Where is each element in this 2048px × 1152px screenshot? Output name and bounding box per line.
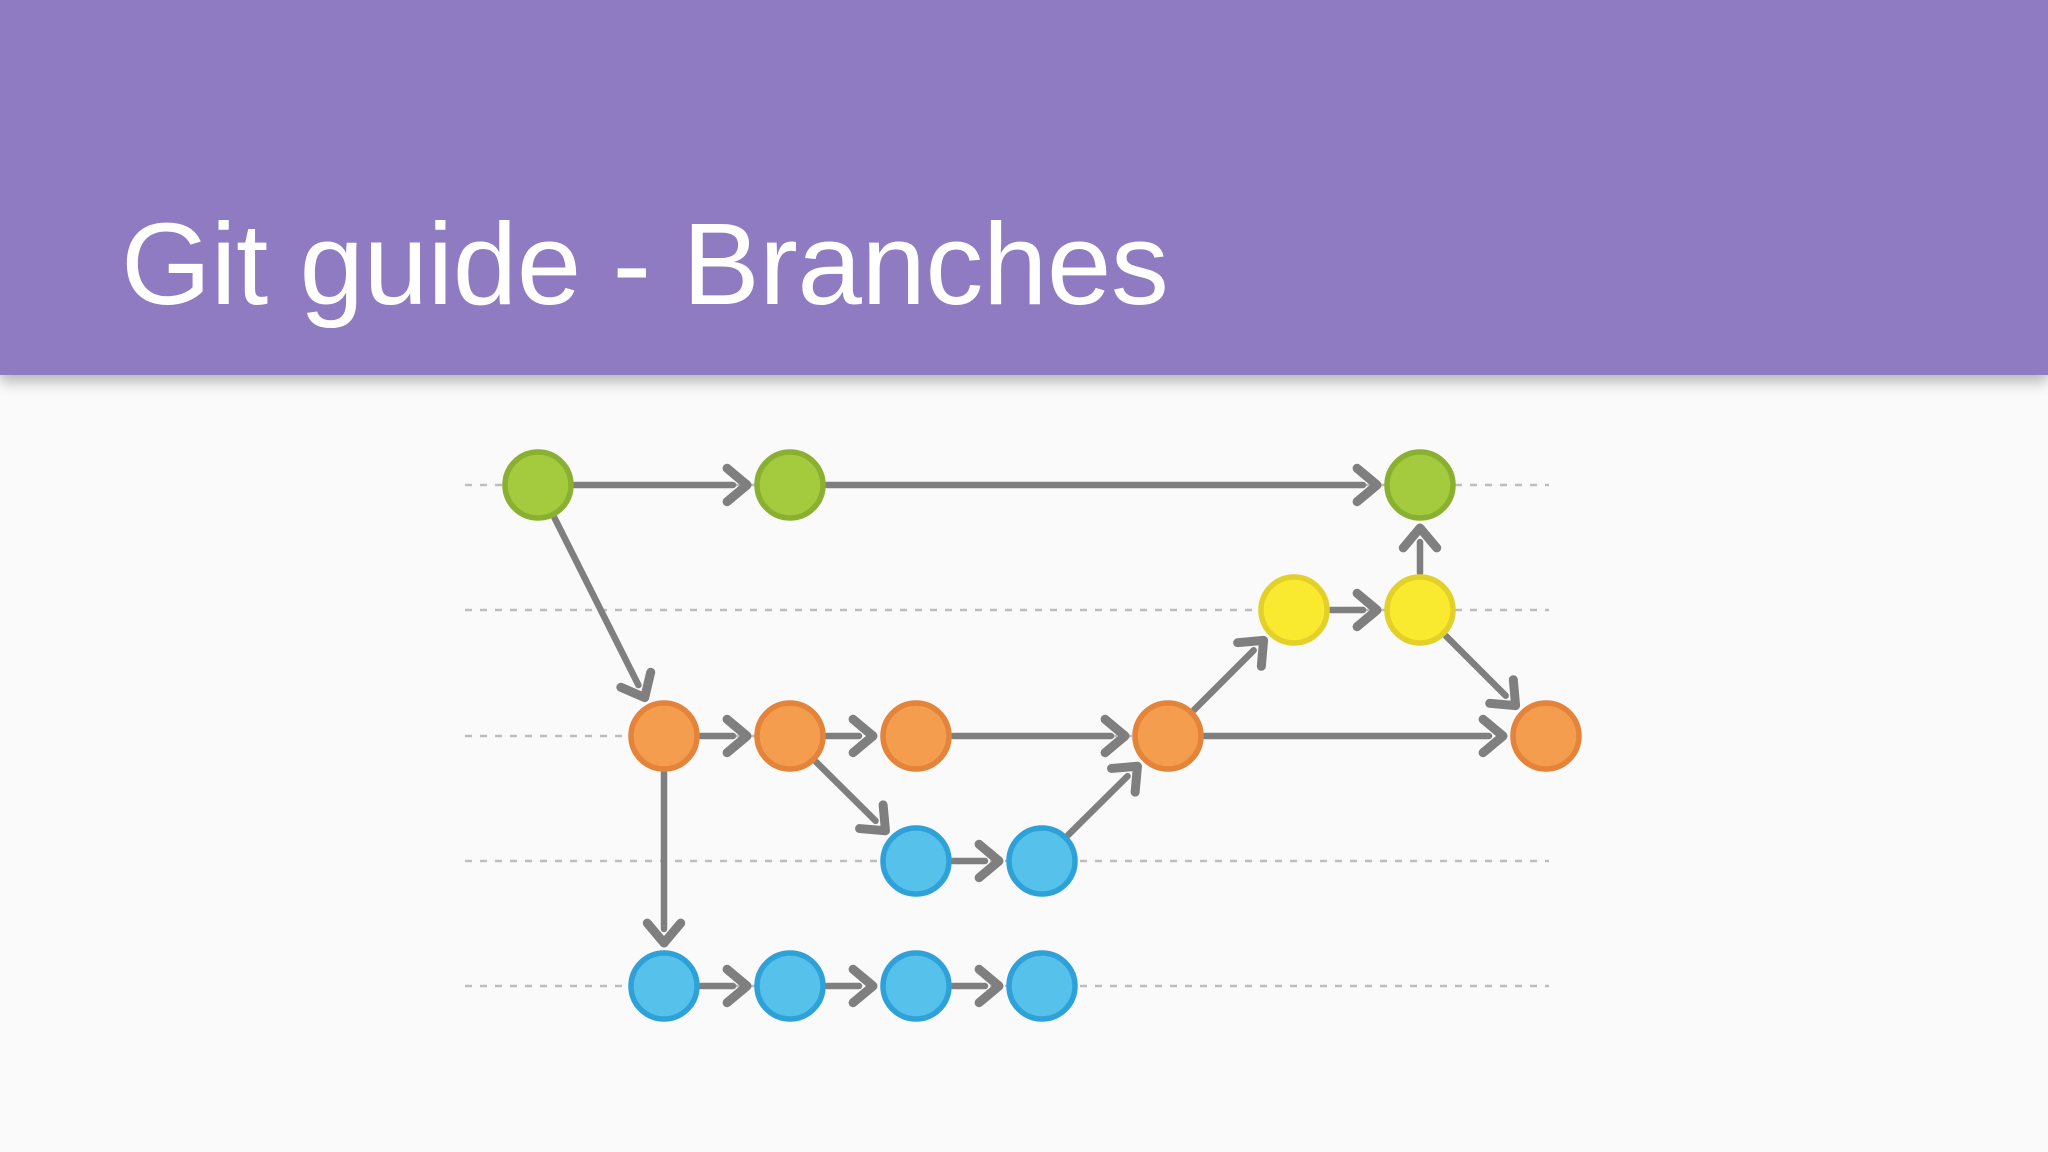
commit-edge-shaft: [1190, 647, 1257, 714]
commit-node-blue-b2: [754, 950, 826, 1022]
commit-edge-shaft: [1065, 772, 1131, 839]
commit-node-blue-a2: [1006, 825, 1078, 897]
arrowhead-icon: [1352, 463, 1382, 507]
arrowhead-icon: [722, 463, 752, 507]
arrowhead-icon: [1233, 635, 1269, 671]
commit-node-orange-3: [880, 700, 952, 772]
arrowhead-icon: [1107, 761, 1142, 797]
commit-node-yellow-2: [1384, 574, 1456, 646]
arrowhead-icon: [848, 714, 878, 758]
arrowhead-icon: [1478, 714, 1508, 758]
arrowhead-icon: [848, 964, 878, 1008]
arrowhead-icon: [1485, 675, 1521, 711]
commit-node-blue-b4: [1006, 950, 1078, 1022]
arrowhead-icon: [1398, 523, 1442, 553]
arrowhead-icon: [722, 964, 752, 1008]
commit-node-green-2: [754, 449, 826, 521]
arrowhead-icon: [1352, 588, 1382, 632]
arrowhead-icon: [974, 839, 1004, 883]
commit-node-orange-4: [1132, 700, 1204, 772]
commit-edge-shaft: [1442, 632, 1509, 699]
commit-node-blue-b3: [880, 950, 952, 1022]
commit-node-yellow-1: [1258, 574, 1330, 646]
commit-node-blue-b1: [628, 950, 700, 1022]
commit-node-green-1: [502, 449, 574, 521]
commit-node-blue-a1: [880, 825, 952, 897]
commit-node-orange-5: [1510, 700, 1582, 772]
arrowhead-icon: [616, 667, 656, 703]
slide-title: Git guide - Branches: [121, 199, 1169, 329]
arrowhead-icon: [722, 714, 752, 758]
arrowhead-icon: [1100, 714, 1130, 758]
arrowhead-icon: [855, 800, 890, 836]
commit-node-orange-2: [754, 700, 826, 772]
commit-node-green-3: [1384, 449, 1456, 521]
commit-edge-shaft: [551, 514, 642, 689]
arrowhead-icon: [642, 918, 686, 948]
commit-node-orange-1: [628, 700, 700, 772]
arrowhead-icon: [974, 964, 1004, 1008]
commit-edge-shaft: [813, 758, 879, 825]
header-band: Git guide - Branches: [0, 0, 2048, 375]
